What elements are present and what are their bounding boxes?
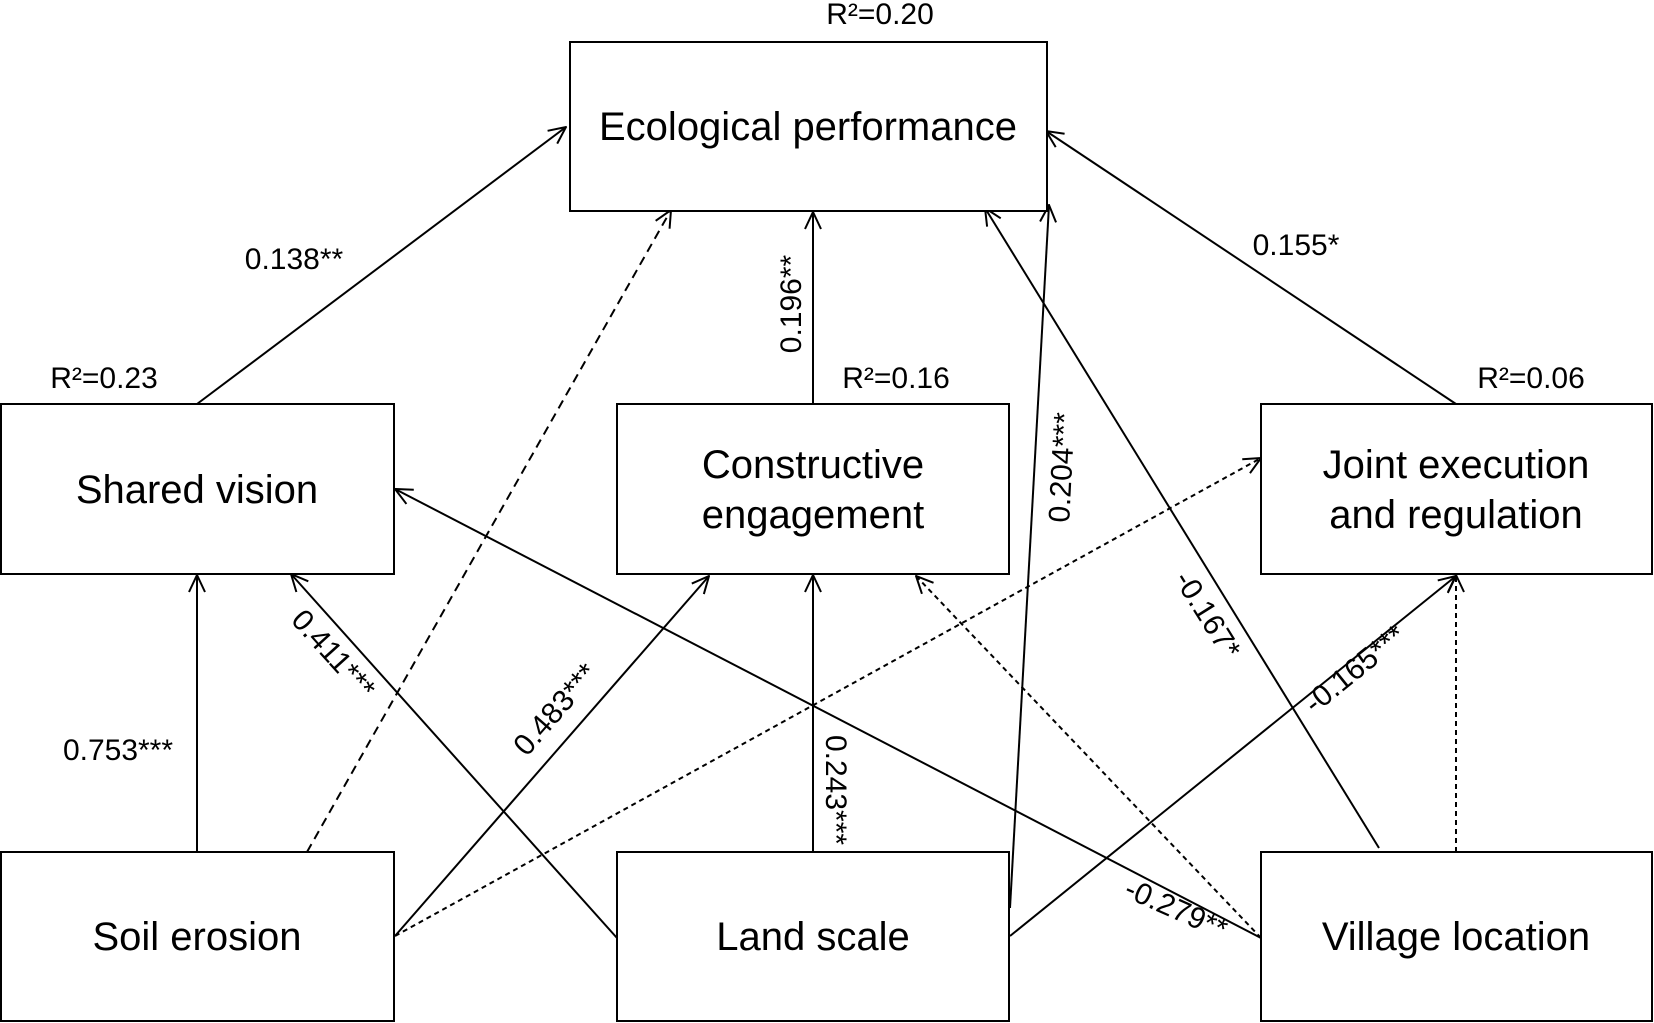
node-label: Shared vision bbox=[76, 468, 318, 512]
node-label-line1: Joint execution bbox=[1323, 443, 1590, 487]
r2-constructive-engagement: R²=0.16 bbox=[842, 362, 950, 395]
node-soil-erosion: Soil erosion bbox=[0, 851, 395, 1022]
edge-land-scale-to-joint-execution bbox=[1009, 576, 1456, 937]
node-label: Land scale bbox=[716, 915, 909, 959]
edge-soil-erosion-to-ecological-performance bbox=[306, 210, 671, 853]
r2-joint-execution: R²=0.06 bbox=[1477, 362, 1585, 395]
node-label-line2: engagement bbox=[702, 493, 924, 537]
node-label: Ecological performance bbox=[599, 105, 1017, 149]
coef-soil-to-constructive: 0.483*** bbox=[507, 657, 604, 762]
edge-land-scale-to-shared-vision bbox=[291, 574, 618, 939]
coef-land-scale-to-constructive: 0.243*** bbox=[819, 735, 852, 845]
edge-land-scale-to-ecological-performance bbox=[1009, 205, 1049, 909]
coef-land-scale-to-shared-vision: 0.411*** bbox=[285, 604, 382, 706]
edge-village-location-to-shared-vision bbox=[395, 489, 1262, 939]
coef-shared-vision-to-ecological: 0.138** bbox=[245, 243, 344, 276]
node-label: Village location bbox=[1322, 915, 1590, 959]
node-land-scale: Land scale bbox=[616, 851, 1010, 1022]
node-shared-vision: Shared vision bbox=[0, 403, 395, 575]
coef-soil-to-shared-vision: 0.753*** bbox=[63, 734, 173, 767]
coef-constructive-to-ecological: 0.196** bbox=[775, 254, 808, 353]
coef-land-scale-to-joint: -0.165*** bbox=[1298, 619, 1412, 720]
edge-shared-vision-to-ecological-performance bbox=[196, 127, 566, 405]
r2-ecological-performance: R²=0.20 bbox=[826, 0, 934, 31]
node-ecological-performance: Ecological performance bbox=[569, 41, 1048, 212]
node-label-line2: and regulation bbox=[1329, 493, 1583, 537]
edge-village-location-to-constructive-engagement bbox=[916, 576, 1262, 939]
coef-village-to-shared-vision: -0.279** bbox=[1120, 872, 1233, 946]
r2-shared-vision: R²=0.23 bbox=[50, 362, 158, 395]
node-label-line1: Constructive bbox=[702, 443, 924, 487]
node-joint-execution-and-regulation: Joint execution and regulation bbox=[1260, 403, 1653, 575]
edge-soil-erosion-to-constructive-engagement bbox=[394, 576, 709, 937]
edge-soil-erosion-to-joint-execution bbox=[394, 458, 1261, 937]
coef-joint-to-ecological: 0.155* bbox=[1253, 229, 1340, 262]
node-village-location: Village location bbox=[1260, 851, 1653, 1022]
coef-land-scale-to-ecological: 0.204*** bbox=[1043, 411, 1082, 523]
edge-village-location-to-ecological-performance bbox=[985, 208, 1380, 849]
node-label: Soil erosion bbox=[92, 915, 301, 959]
edge-joint-execution-to-ecological-performance bbox=[1046, 131, 1457, 405]
node-constructive-engagement: Constructive engagement bbox=[616, 403, 1010, 575]
